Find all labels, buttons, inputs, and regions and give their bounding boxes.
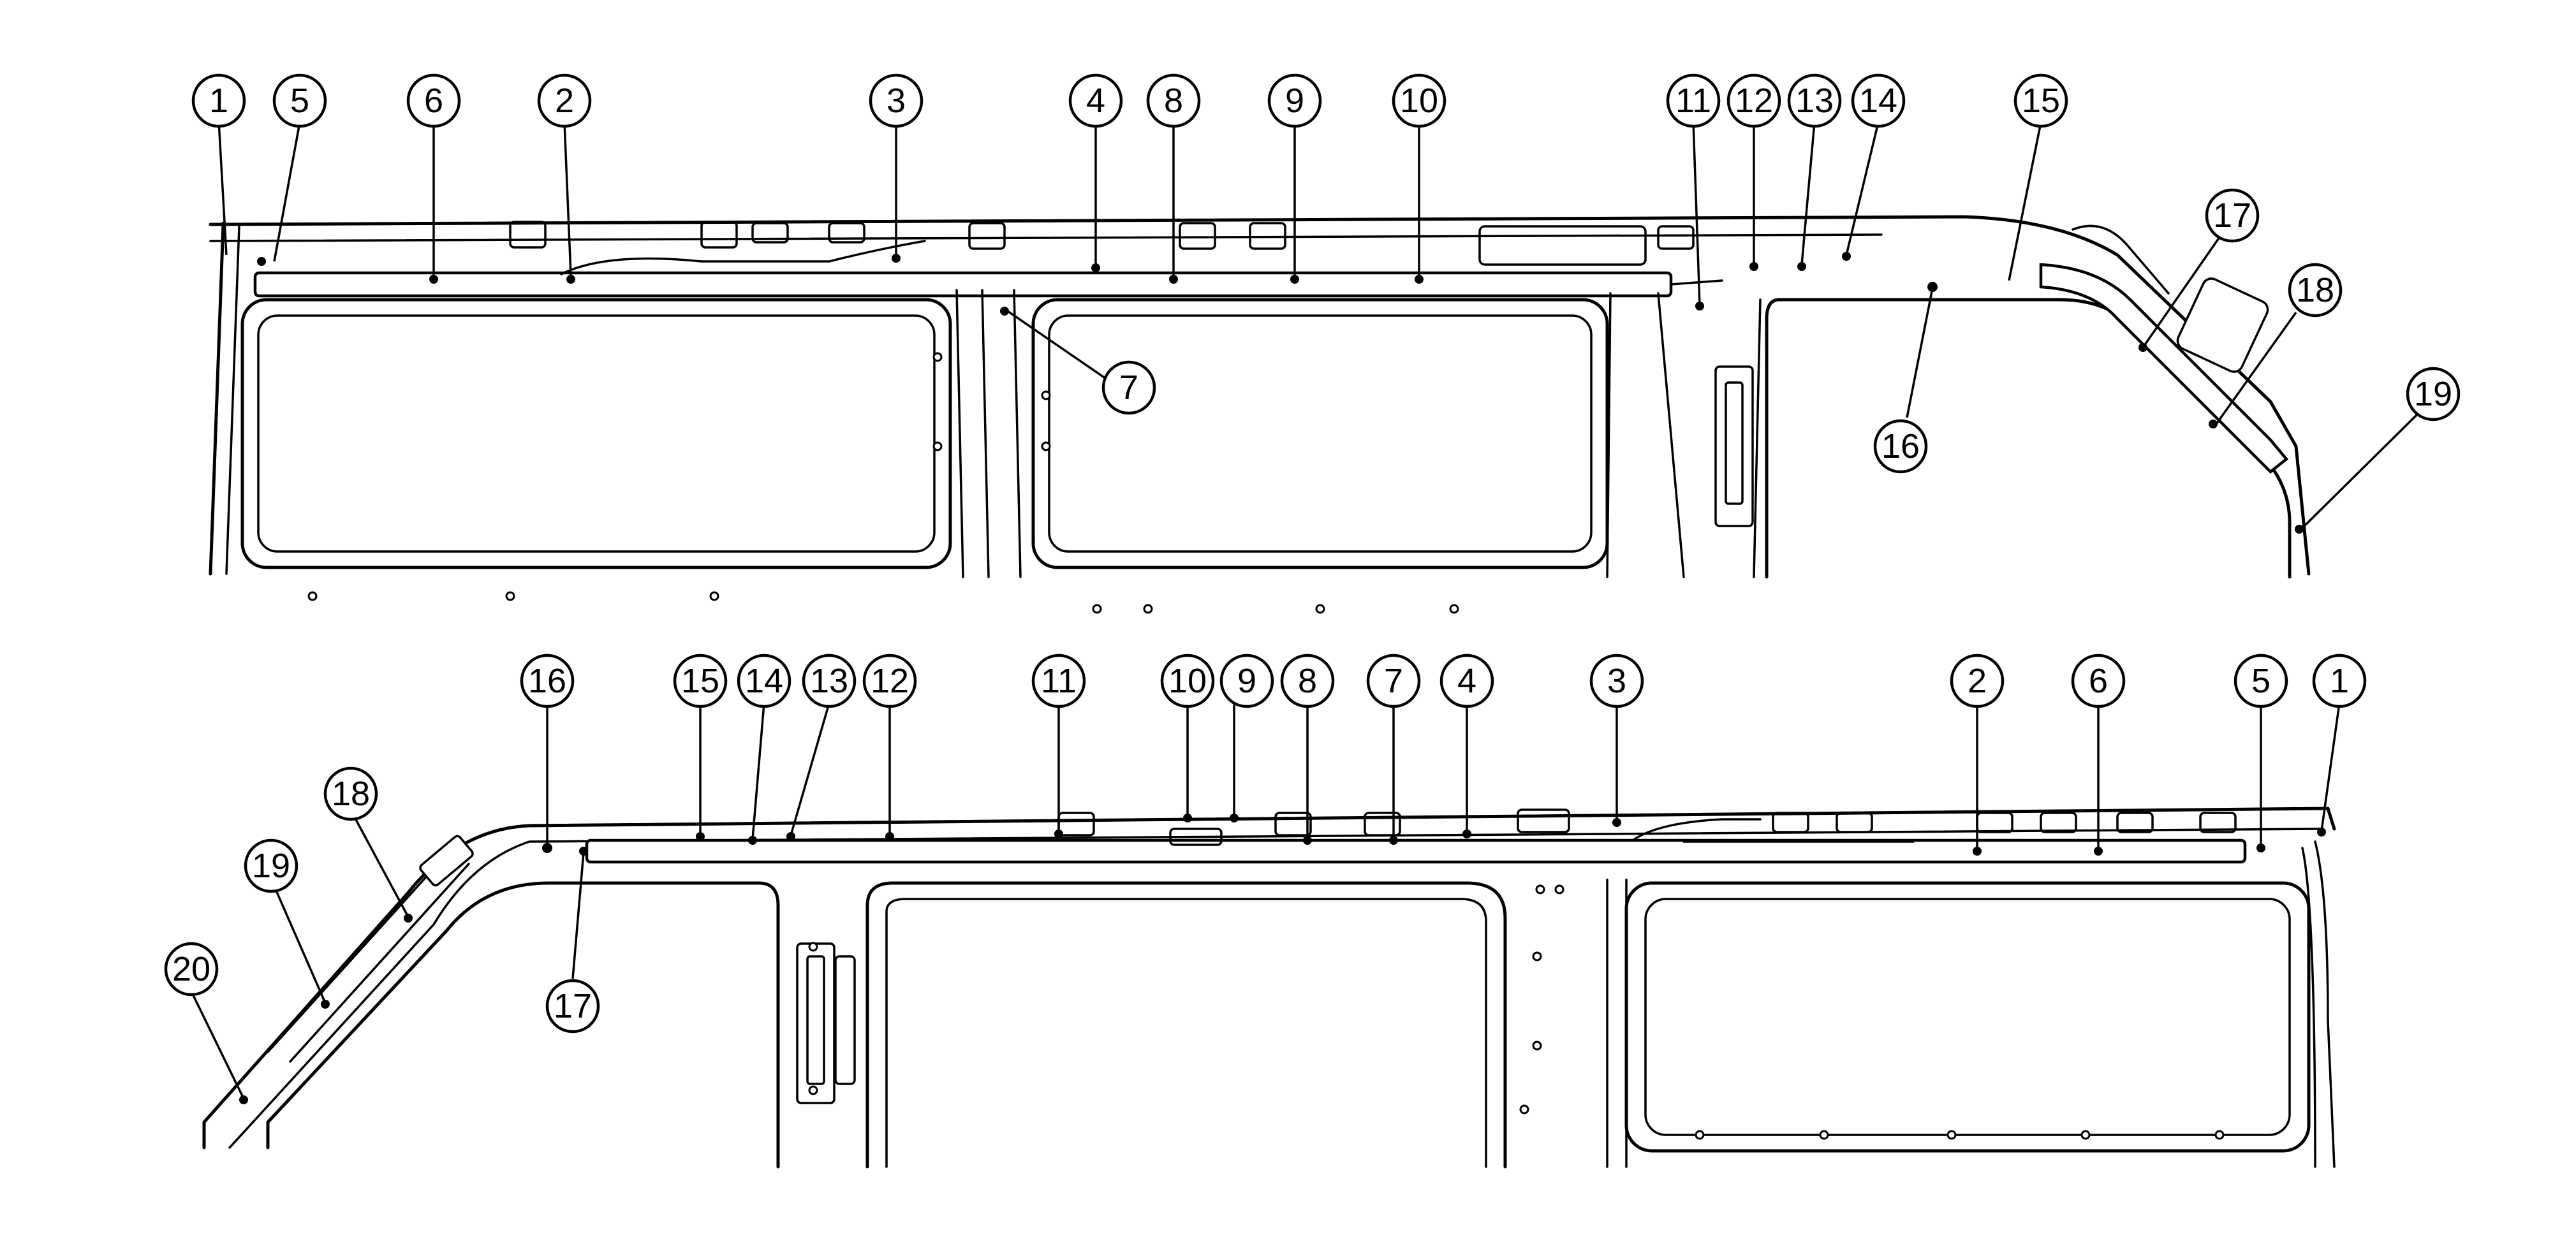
callout-label: 7 xyxy=(1384,662,1403,700)
callout-label: 20 xyxy=(172,950,210,988)
callout-6: 6 xyxy=(2071,654,2126,708)
callout-label: 4 xyxy=(1086,82,1105,120)
callout-2: 2 xyxy=(537,73,592,128)
callout-19: 19 xyxy=(244,838,298,893)
callout-16: 16 xyxy=(520,654,575,708)
callout-label: 19 xyxy=(2414,375,2452,413)
callout-label: 15 xyxy=(681,662,719,700)
callout-label: 1 xyxy=(209,82,228,120)
callout-label: 7 xyxy=(1119,369,1138,407)
callout-20: 20 xyxy=(164,942,219,997)
callout-18: 18 xyxy=(2288,263,2343,318)
callout-17: 17 xyxy=(2205,188,2260,243)
callout-label: 9 xyxy=(1285,82,1304,120)
callout-label: 6 xyxy=(424,82,443,120)
callout-14: 14 xyxy=(1851,73,1906,128)
callout-3: 3 xyxy=(1589,654,1644,708)
callout-label: 11 xyxy=(1675,82,1711,120)
callout-label: 5 xyxy=(290,82,309,120)
callout-17: 17 xyxy=(545,979,600,1034)
callout-5: 5 xyxy=(272,73,327,128)
callout-15: 15 xyxy=(673,654,728,708)
callout-label: 14 xyxy=(745,662,783,700)
callout-11: 11 xyxy=(1031,654,1086,708)
callout-label: 3 xyxy=(1607,662,1626,700)
callout-15: 15 xyxy=(2013,73,2068,128)
callout-label: 4 xyxy=(1457,662,1476,700)
upper-view: 1 5 6 2 3 4 8 9 10 11 12 13 14 15 7 16 1… xyxy=(191,73,2461,614)
callout-10: 10 xyxy=(1392,73,1446,128)
callout-1: 1 xyxy=(191,73,246,128)
callout-label: 10 xyxy=(1400,82,1438,120)
callout-label: 19 xyxy=(252,847,290,885)
callout-3: 3 xyxy=(869,73,924,128)
callout-6: 6 xyxy=(406,73,461,128)
callout-label: 11 xyxy=(1041,662,1077,700)
callout-13: 13 xyxy=(1787,73,1842,128)
callout-10: 10 xyxy=(1160,654,1215,708)
callout-7: 7 xyxy=(1101,360,1156,415)
callout-label: 16 xyxy=(1881,427,1920,465)
callout-label: 6 xyxy=(2089,662,2108,700)
callout-12: 12 xyxy=(1726,73,1781,128)
callout-8: 8 xyxy=(1146,73,1201,128)
callout-label: 8 xyxy=(1298,662,1317,700)
lower-view: 16 15 14 13 12 11 10 9 8 7 4 3 2 6 5 1 1… xyxy=(164,654,2367,1169)
callout-label: 17 xyxy=(554,987,592,1025)
callout-19: 19 xyxy=(2406,367,2461,421)
callout-label: 10 xyxy=(1168,662,1207,700)
callout-9: 9 xyxy=(1267,73,1322,128)
callout-label: 14 xyxy=(1859,82,1897,120)
callout-16: 16 xyxy=(1873,419,1928,474)
callout-14: 14 xyxy=(737,654,791,708)
callout-11: 11 xyxy=(1666,73,1721,128)
callout-label: 8 xyxy=(1164,82,1183,120)
callout-label: 15 xyxy=(2022,82,2060,120)
callout-label: 12 xyxy=(1735,82,1773,120)
callout-label: 13 xyxy=(1795,82,1834,120)
callout-label: 18 xyxy=(2296,271,2334,309)
callout-label: 2 xyxy=(1968,662,1987,700)
callout-8: 8 xyxy=(1280,654,1335,708)
callout-label: 18 xyxy=(332,775,370,813)
callout-2: 2 xyxy=(1950,654,2005,708)
callout-4: 4 xyxy=(1068,73,1123,128)
callout-5: 5 xyxy=(2234,654,2288,708)
callout-7: 7 xyxy=(1366,654,1421,708)
callout-label: 13 xyxy=(810,662,848,700)
callout-9: 9 xyxy=(1219,654,1274,708)
callout-13: 13 xyxy=(802,654,857,708)
callout-1: 1 xyxy=(2312,654,2367,708)
callout-12: 12 xyxy=(862,654,917,708)
callout-label: 16 xyxy=(528,662,566,700)
callout-label: 2 xyxy=(555,82,574,120)
callout-label: 9 xyxy=(1237,662,1256,700)
callout-label: 17 xyxy=(2213,196,2251,235)
callout-label: 12 xyxy=(871,662,909,700)
callout-label: 1 xyxy=(2330,662,2349,700)
callout-4: 4 xyxy=(1439,654,1494,708)
callout-label: 5 xyxy=(2251,662,2271,700)
callout-label: 3 xyxy=(887,82,906,120)
callout-18: 18 xyxy=(323,766,378,821)
